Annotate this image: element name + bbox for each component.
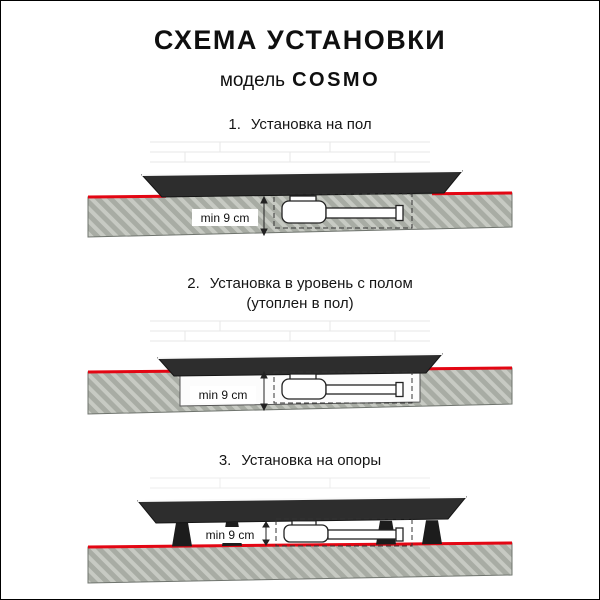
section-caption: 2. Установка в уровень с полом [1,275,599,292]
subtitle: модель COSMO [1,69,599,92]
section-caption-line2: (утоплен в пол) [246,295,354,312]
drain-siphon [281,373,404,400]
tray-top-rim [137,496,467,502]
section-number: 1. [228,116,241,133]
drain-siphon [281,195,404,224]
red-accent-line-right [431,191,513,196]
min-depth-label-bg [198,527,262,543]
min-depth-label-bg [192,209,258,226]
model-label: модель [219,70,286,91]
dimension-arrow [260,370,268,412]
section-caption-text: Установка на опоры [241,452,382,469]
dashed-inspection-box [275,518,413,547]
red-accent-line-left [87,194,167,199]
diagram-on-supports: min 9 cm [87,477,513,584]
tray-top-rim [141,170,463,176]
section-caption-text: Установка в уровень с полом [209,275,413,292]
section-caption: 3. Установка на опоры [1,452,599,469]
section-install-on-supports: 3. Установка на опоры [1,452,599,587]
dashed-inspection-box [273,371,413,404]
diagram-on-floor: min 9 cm [87,141,513,238]
model-name: COSMO [292,69,381,91]
red-accent-line-right [415,366,513,371]
dimension-arrow [262,521,270,546]
section-caption-text: Установка на пол [250,116,372,133]
section-number: 2. [187,275,200,292]
dashed-inspection-box [273,193,413,229]
diagram-flush-with-floor: min 9 cm [87,320,513,415]
tray-top-rim [157,353,443,359]
wall-tiles [150,141,430,163]
dimension-arrow [260,195,268,237]
section-install-flush: 2. Установка в уровень с полом (утоплен в… [1,275,599,422]
section-install-on-floor: 1. Установка на пол [1,116,599,247]
section-number: 3. [218,452,232,469]
min-depth-label: min 9 cm [206,528,255,542]
section-caption: 1. Установка на пол [1,116,599,133]
min-depth-label: min 9 cm [199,388,248,402]
min-depth-label: min 9 cm [201,211,250,225]
wall-tiles [150,320,430,342]
floor-slab [87,542,513,584]
drain-siphon [283,520,404,543]
min-depth-label-bg [190,386,256,403]
page-title: СХЕМА УСТАНОВКИ [153,25,447,55]
red-accent-line-left [87,369,185,374]
wall-tiles [150,477,430,489]
